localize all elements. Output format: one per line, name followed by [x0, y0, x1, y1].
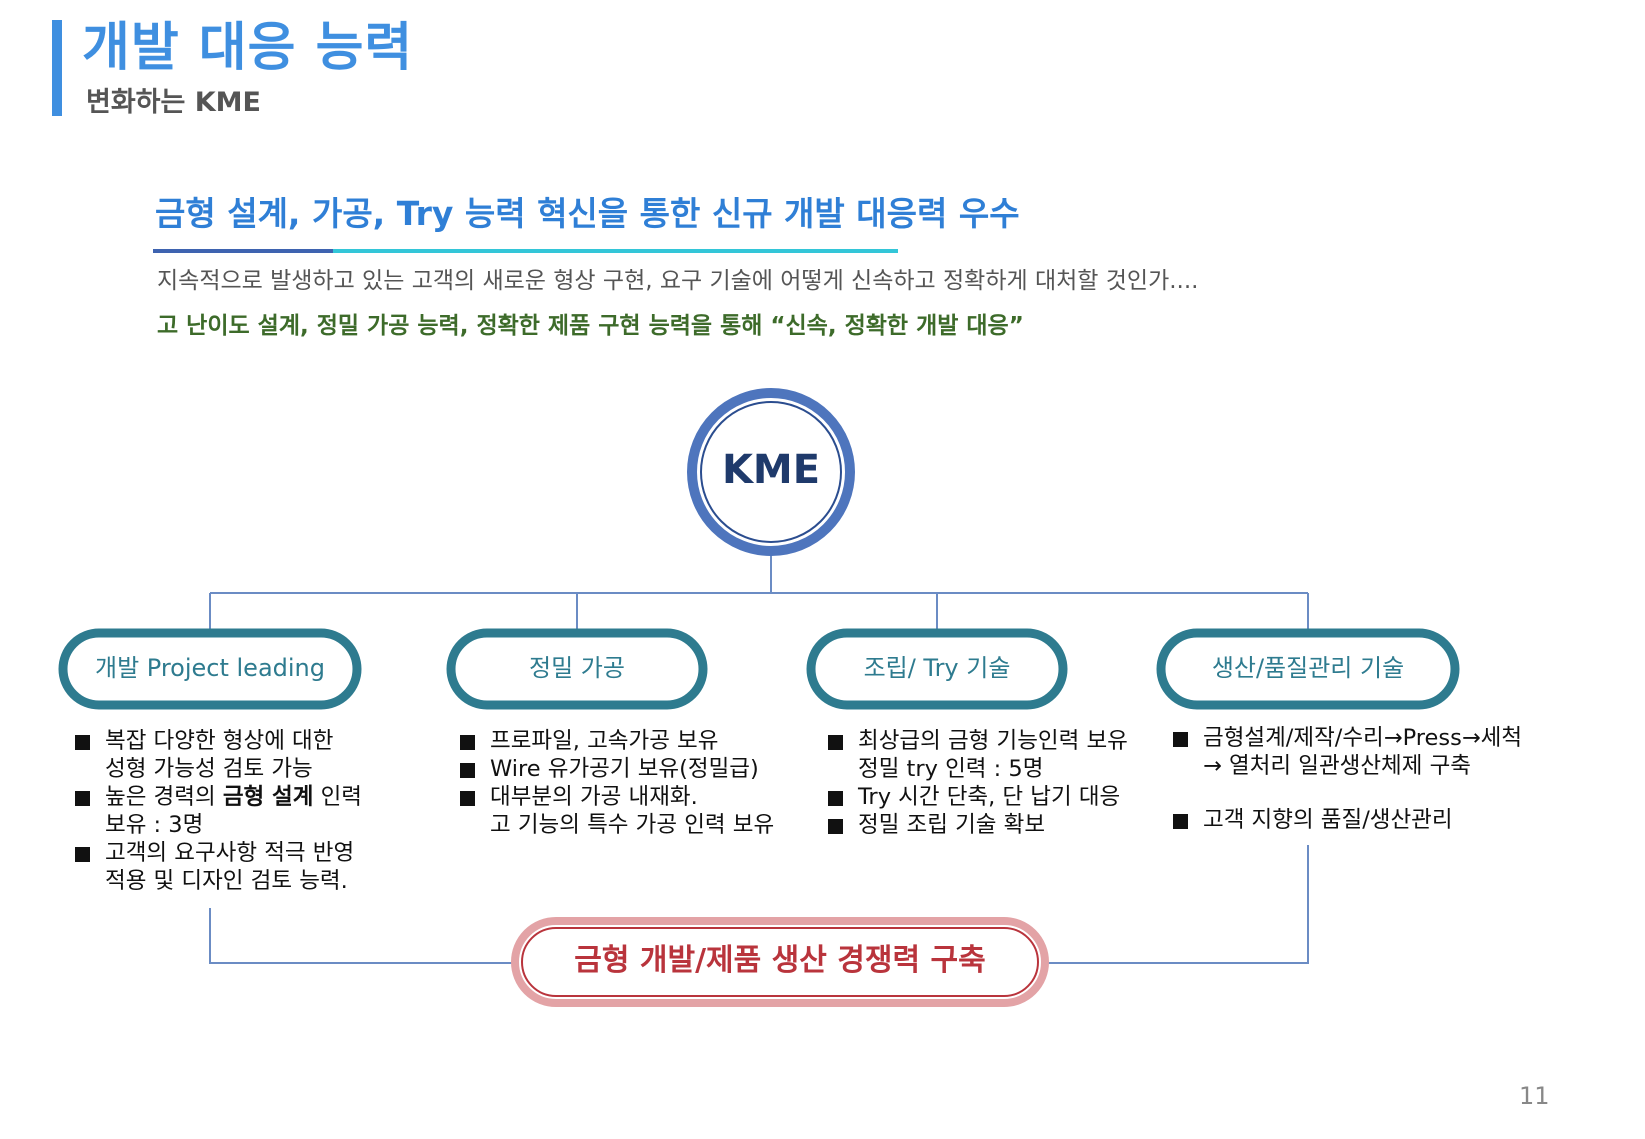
capability-list-2: 프로파일, 고속가공 보유 Wire 유가공기 보유(정밀급) 대부분의 가공 … [460, 727, 774, 839]
capability-title-1: 개발 Project leading [94, 654, 326, 682]
bullet-square-icon [460, 791, 475, 806]
connector-goal-right [1042, 845, 1309, 964]
list-text-prefix: 높은 경력의 [105, 784, 223, 810]
list-line: Try 시간 단축, 단 납기 대응 [858, 784, 1121, 810]
list-item: Wire 유가공기 보유(정밀급) [460, 755, 774, 783]
goal-pill-outer [511, 917, 1049, 1007]
list-line: 높은 경력의 금형 설계 인력 [105, 783, 362, 811]
list-item: 최상급의 금형 기능인력 보유 정밀 try 인력 : 5명 [828, 727, 1128, 783]
list-item: 프로파일, 고속가공 보유 [460, 727, 774, 755]
list-item: 복잡 다양한 형상에 대한 성형 가능성 검토 가능 [75, 727, 362, 783]
list-item: 고객 지향의 품질/생산관리 [1173, 806, 1522, 834]
headline-underline-right [333, 249, 898, 253]
pill-3-shape [806, 628, 1068, 710]
list-item: 높은 경력의 금형 설계 인력 보유 : 3명 [75, 783, 362, 839]
kme-label: KME [721, 447, 821, 493]
list-line: 금형설계/제작/수리→Press→세척 [1203, 725, 1523, 751]
page-title: 개발 대응 능력 [82, 18, 414, 78]
list-line: 고객의 요구사항 적극 반영 [105, 840, 355, 866]
page-number: 11 [1519, 1082, 1550, 1110]
capability-list-1: 복잡 다양한 형상에 대한 성형 가능성 검토 가능 높은 경력의 금형 설계 … [75, 727, 362, 895]
list-text-suffix: 인력 [313, 784, 363, 810]
goal-label: 금형 개발/제품 생산 경쟁력 구축 [574, 943, 986, 978]
list-item: Try 시간 단축, 단 납기 대응 [828, 783, 1128, 811]
list-line: 복잡 다양한 형상에 대한 [105, 728, 334, 754]
list-line: 고 기능의 특수 가공 인력 보유 [490, 812, 775, 838]
list-line: 성형 가능성 검토 가능 [105, 756, 313, 782]
list-line: 프로파일, 고속가공 보유 [490, 728, 719, 754]
list-line: 정밀 try 인력 : 5명 [858, 756, 1044, 782]
list-item: 정밀 조립 기술 확보 [828, 811, 1128, 839]
capability-title-4: 생산/품질관리 기술 [1211, 654, 1405, 682]
list-line: 최상급의 금형 기능인력 보유 [858, 728, 1128, 754]
page-subtitle: 변화하는 KME [86, 87, 261, 118]
kme-circle-outer [687, 388, 855, 556]
list-line: 고객 지향의 품질/생산관리 [1203, 807, 1453, 833]
bullet-square-icon [75, 847, 90, 862]
capability-list-3: 최상급의 금형 기능인력 보유 정밀 try 인력 : 5명 Try 시간 단축… [828, 727, 1128, 839]
list-line: 정밀 조립 기술 확보 [858, 812, 1046, 838]
capability-list-4: 금형설계/제작/수리→Press→세척 → 열처리 일관생산체제 구축 고객 지… [1173, 724, 1522, 834]
bullet-square-icon [828, 735, 843, 750]
headline: 금형 설계, 가공, Try 능력 혁신을 통한 신규 개발 대응력 우수 [155, 194, 1020, 233]
bullet-square-icon [1173, 814, 1188, 829]
pill-1-shape [58, 628, 362, 710]
list-item: 금형설계/제작/수리→Press→세척 → 열처리 일관생산체제 구축 [1173, 724, 1522, 780]
bullet-square-icon [1173, 732, 1188, 747]
pill-4-shape [1156, 628, 1460, 710]
emphasis-text: 고 난이도 설계, 정밀 가공 능력, 정확한 제품 구현 능력을 통해 “신속… [157, 313, 1024, 339]
list-text-bold: 금형 설계 [222, 784, 314, 810]
list-item: 고객의 요구사항 적극 반영 적용 및 디자인 검토 능력. [75, 839, 362, 895]
bullet-square-icon [460, 763, 475, 778]
list-spacer [1173, 780, 1522, 806]
description-text: 지속적으로 발생하고 있는 고객의 새로운 형상 구현, 요구 기술에 어떻게 … [157, 268, 1199, 294]
list-line: Wire 유가공기 보유(정밀급) [490, 756, 759, 782]
capability-title-3: 조립/ Try 기술 [863, 654, 1011, 682]
list-line: 적용 및 디자인 검토 능력. [105, 868, 348, 894]
header-accent-bar [52, 20, 62, 116]
goal-pill-inner [521, 927, 1039, 997]
bullet-square-icon [828, 791, 843, 806]
bullet-square-icon [828, 819, 843, 834]
bullet-square-icon [460, 735, 475, 750]
connector-goal-left [209, 908, 517, 964]
list-line: 대부분의 가공 내재화. [490, 784, 698, 810]
headline-underline-left [153, 249, 333, 253]
bullet-square-icon [75, 735, 90, 750]
list-line: → 열처리 일관생산체제 구축 [1203, 753, 1472, 779]
bullet-square-icon [75, 791, 90, 806]
kme-circle-inner [700, 401, 842, 543]
capability-title-2: 정밀 가공 [529, 654, 625, 682]
list-item: 대부분의 가공 내재화. 고 기능의 특수 가공 인력 보유 [460, 783, 774, 839]
pill-2-shape [446, 628, 708, 710]
list-line: 보유 : 3명 [105, 812, 204, 838]
